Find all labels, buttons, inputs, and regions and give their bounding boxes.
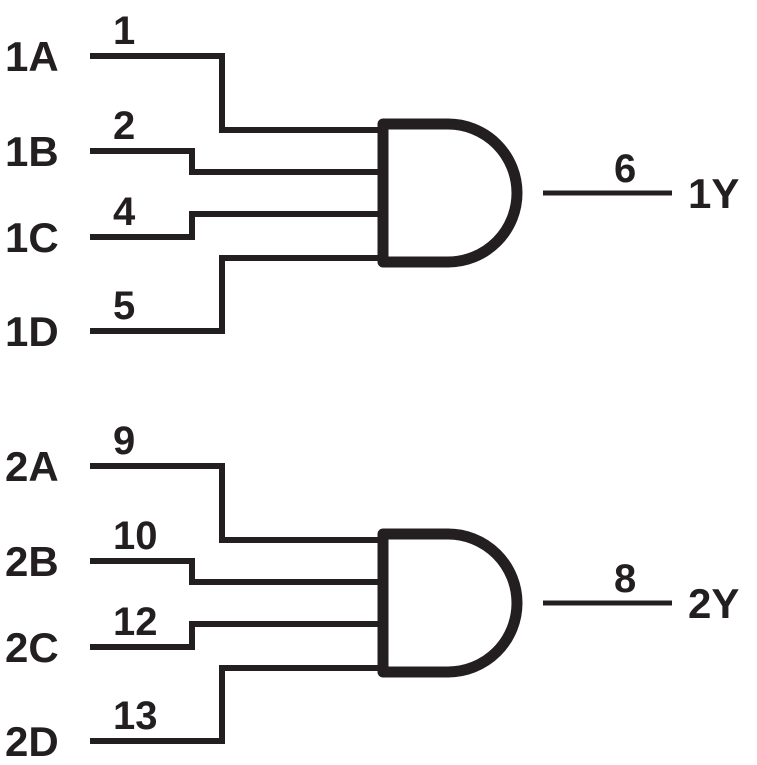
port-label-1a: 1A [5, 33, 59, 80]
gate-2-group: 2A 2B 2C 2D 2Y 9 10 12 13 8 [5, 419, 739, 765]
port-label-2d: 2D [5, 718, 59, 765]
pin-number-10: 10 [113, 514, 158, 558]
pin-number-9: 9 [113, 419, 135, 463]
pin-number-6: 6 [614, 147, 636, 191]
pin-number-8: 8 [614, 557, 636, 601]
wire-2a-pin9 [90, 463, 381, 543]
gate-1-group: 1A 1B 1C 1D 1Y 1 2 4 5 6 [5, 9, 739, 355]
port-label-1b: 1B [5, 128, 59, 175]
pin-number-4: 4 [113, 190, 136, 234]
pin-number-2: 2 [113, 104, 135, 148]
wire-2d-pin13 [90, 665, 381, 744]
wire-1b-pin2 [90, 148, 381, 175]
pin-number-12: 12 [113, 600, 158, 644]
port-label-2b: 2B [5, 538, 59, 585]
port-label-1c: 1C [5, 214, 59, 261]
pin-number-1: 1 [113, 9, 135, 53]
port-label-2y: 2Y [688, 580, 739, 627]
and-gate-2-symbol [377, 528, 523, 678]
port-label-1y: 1Y [688, 170, 739, 217]
port-label-1d: 1D [5, 308, 59, 355]
wire-2b-pin10 [90, 558, 381, 585]
and-gate-1-symbol [377, 118, 523, 268]
port-label-2a: 2A [5, 443, 59, 490]
wire-1c-pin4 [90, 211, 381, 240]
pin-number-5: 5 [113, 284, 135, 328]
wire-1a-pin1 [90, 53, 381, 133]
wire-1d-pin5 [90, 255, 381, 334]
wire-2c-pin12 [90, 621, 381, 650]
port-label-2c: 2C [5, 624, 59, 671]
pin-number-13: 13 [113, 694, 158, 738]
